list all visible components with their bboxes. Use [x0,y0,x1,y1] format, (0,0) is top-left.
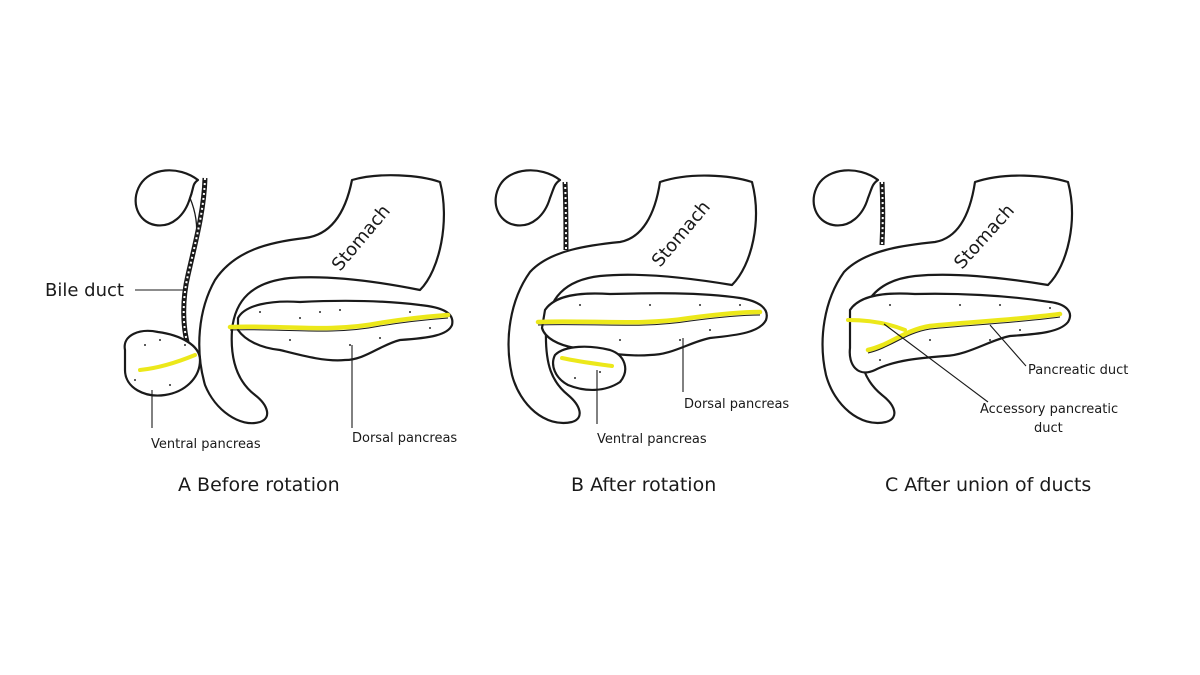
stomach-outline [199,175,444,423]
dorsal-pancreas-label: Dorsal pancreas [684,397,789,412]
bile-duct-label: Bile duct [45,280,124,301]
accessory-duct-label-line1: Accessory pancreatic [980,402,1118,417]
ventral-pancreas [553,347,625,390]
gallbladder [496,170,560,225]
dorsal-pancreas-label: Dorsal pancreas [352,431,457,446]
gallbladder [136,170,198,225]
panel-b: Stomach Dorsal pancreas Ventral pancreas… [496,170,790,496]
pancreatic-duct-label: Pancreatic duct [1028,363,1128,378]
ventral-pancreas-label: Ventral pancreas [151,437,261,452]
panel-c-caption: C After union of ducts [885,474,1091,496]
panel-a: Stomach Bile duct Ventral pancreas Dorsa… [45,170,457,496]
accessory-duct-label-line2: duct [1034,421,1063,436]
panel-c: Stomach Pancreatic duct Accessory pancre… [814,170,1129,496]
gallbladder [814,170,878,225]
panel-b-caption: B After rotation [571,474,716,496]
panel-a-caption: A Before rotation [178,474,340,496]
ventral-pancreas-label: Ventral pancreas [597,432,707,447]
